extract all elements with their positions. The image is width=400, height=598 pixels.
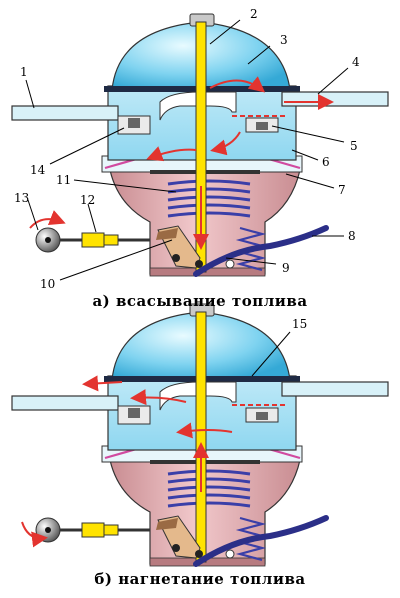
callout-6: 6 bbox=[322, 155, 330, 169]
callout-11: 11 bbox=[56, 173, 71, 187]
callout-4: 4 bbox=[352, 55, 360, 69]
flow-arrow bbox=[82, 375, 123, 392]
leader-lines bbox=[25, 19, 349, 377]
callout-15: 15 bbox=[292, 317, 307, 331]
pump-suction bbox=[12, 14, 388, 276]
rotation-arrow bbox=[21, 521, 48, 548]
pump-discharge bbox=[12, 304, 388, 566]
callouts: 1 2 3 4 5 6 7 8 9 10 11 12 13 14 15 bbox=[14, 7, 360, 331]
caption-discharge: б) нагнетание топлива bbox=[94, 570, 305, 588]
flow-arrow bbox=[176, 422, 233, 439]
flow-arrow bbox=[130, 389, 187, 406]
callout-5: 5 bbox=[350, 139, 358, 153]
callout-12: 12 bbox=[80, 193, 95, 207]
callout-2: 2 bbox=[250, 7, 258, 21]
callout-3: 3 bbox=[280, 33, 288, 47]
flow-arrow bbox=[210, 131, 241, 156]
caption-suction: а) всасывание топлива bbox=[92, 292, 307, 310]
callout-13: 13 bbox=[14, 191, 29, 205]
callout-8: 8 bbox=[348, 229, 356, 243]
callout-7: 7 bbox=[338, 183, 346, 197]
callout-14: 14 bbox=[30, 163, 46, 177]
flow-arrow bbox=[146, 146, 197, 162]
callout-9: 9 bbox=[282, 261, 290, 275]
callout-10: 10 bbox=[40, 277, 55, 291]
callout-1: 1 bbox=[20, 65, 28, 79]
rotation-arrow bbox=[29, 210, 66, 229]
flow-arrow bbox=[209, 76, 266, 93]
